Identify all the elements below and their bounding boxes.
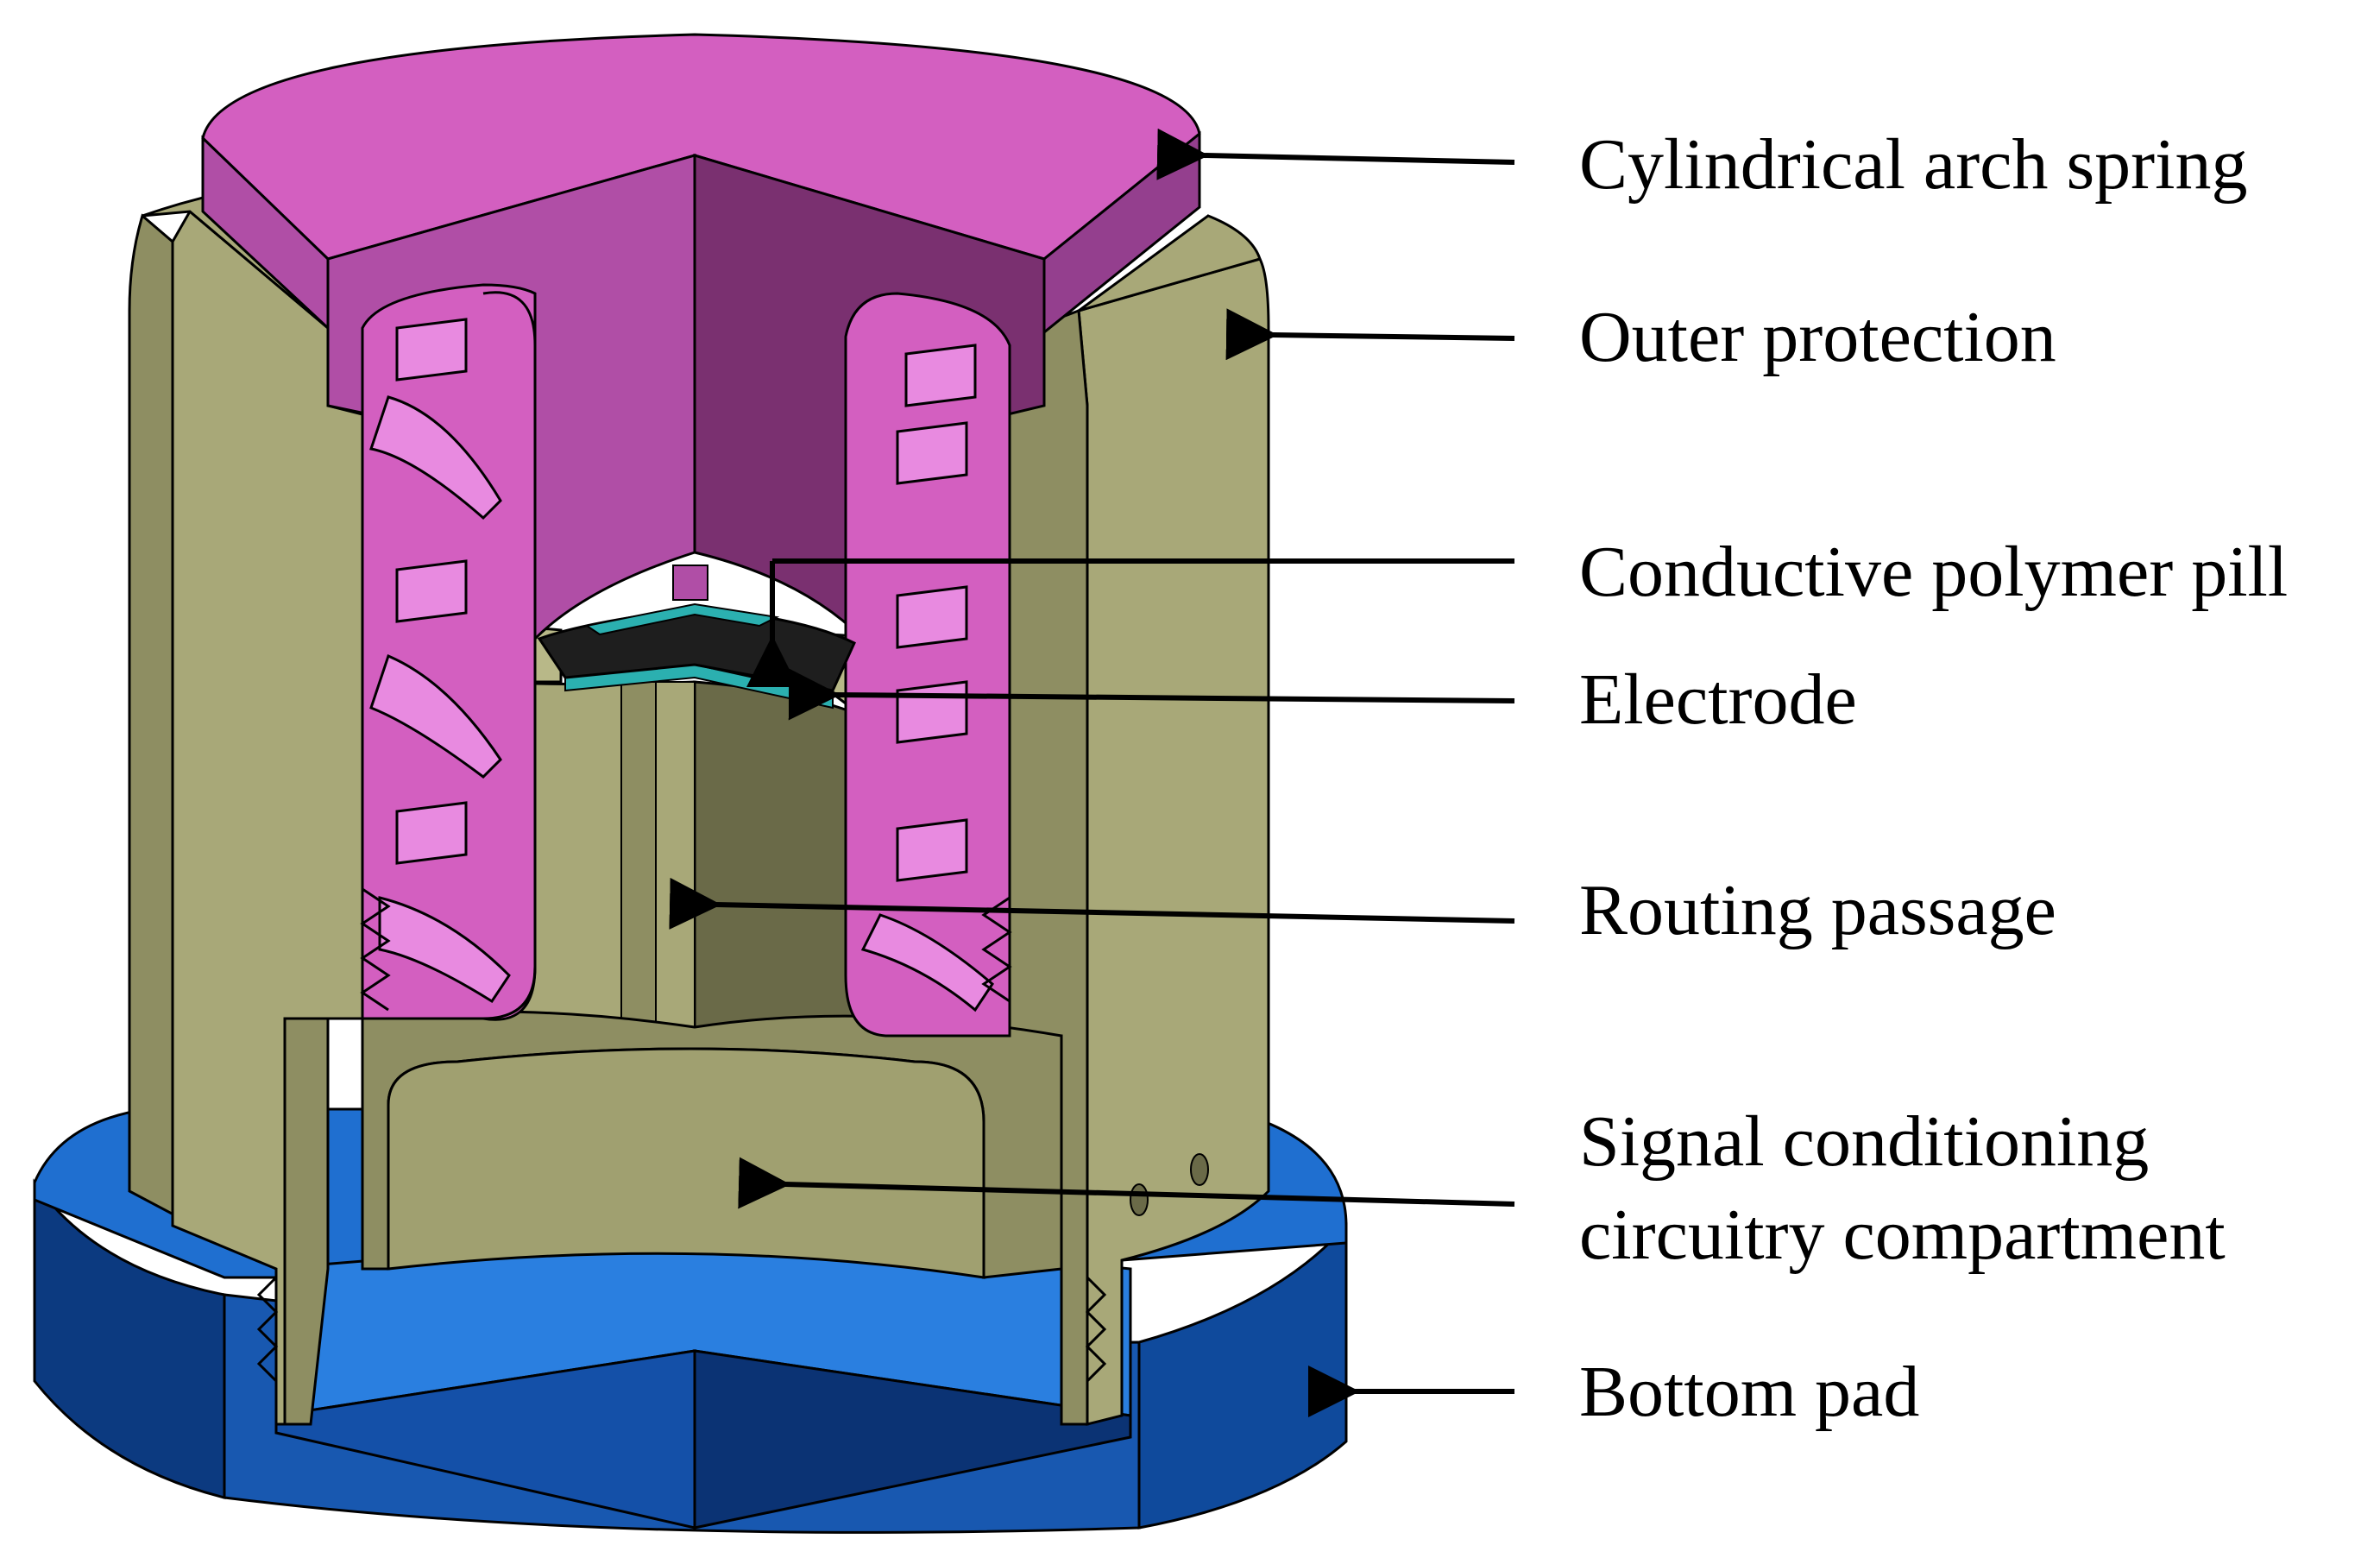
spring-right-rung [896,818,968,882]
routing-passage-groove [620,681,657,1050]
spring-right-coil-column [844,292,1011,1038]
labels: Cylindrical arch spring Outer protection… [1579,124,2288,1432]
bottom-pad-right-wall [1137,1222,1348,1530]
leader-arrows [669,128,1515,1417]
arrow-electrode [788,668,1515,721]
spring-right-rung [896,680,968,744]
label-electrode: Electrode [1579,659,1857,740]
spring-right-rung [896,585,968,649]
housing-thread-right [1085,1276,1107,1424]
label-bottom-pad: Bottom pad [1579,1352,1919,1432]
spring-right-zigzag [981,896,1012,1003]
housing-hole [1130,1183,1149,1216]
spring-left-rung [395,801,468,865]
spring-left-rung [369,653,502,779]
label-routing-passage: Routing passage [1579,870,2056,950]
spring-top-cap [201,33,1201,261]
spring-right-rung [904,344,977,407]
spring-right-rung [860,913,994,1012]
spring-left-rung [395,318,468,382]
compartment-interior [387,1047,985,1279]
arrow-cylindrical-arch-spring [1156,128,1515,180]
label-outer-protection: Outer protection [1579,297,2056,377]
spring-left-zigzag [360,887,391,1012]
spring-left-bracket [482,291,537,1020]
spring-left-rung [369,395,502,520]
label-signal-conditioning-line-2: circuitry compartment [1579,1195,2226,1275]
bottom-pad-notch-right [693,1349,1132,1530]
label-signal-conditioning-line-1: Signal conditioning [1579,1101,2149,1182]
housing-right-outer-wall [1077,257,1270,1426]
routing-passage-groove-inner [655,681,696,1050]
outer-housing-shape [128,175,1270,1426]
conductive-polymer-pill-top [584,602,780,636]
label-conductive-polymer-pill: Conductive polymer pill [1579,532,2288,612]
arrow-routing-passage [669,877,1515,930]
housing-thread-left [256,1276,279,1424]
arrow-outer-protection [1225,308,1515,361]
housing-top-rim-right [1078,214,1262,312]
label-cylindrical-arch-spring: Cylindrical arch spring [1579,124,2247,205]
spring-right-rung [896,421,968,485]
spring-left-rung [378,896,511,1004]
spring-left-rung [395,559,468,623]
housing-hole [1190,1153,1209,1186]
cylindrical-arch-spring-shape [201,33,1201,1038]
pill-stem-nub [672,565,708,601]
arrow-signal-conditioning-compartment [738,1157,1515,1209]
housing-center-column-right [693,680,865,1073]
